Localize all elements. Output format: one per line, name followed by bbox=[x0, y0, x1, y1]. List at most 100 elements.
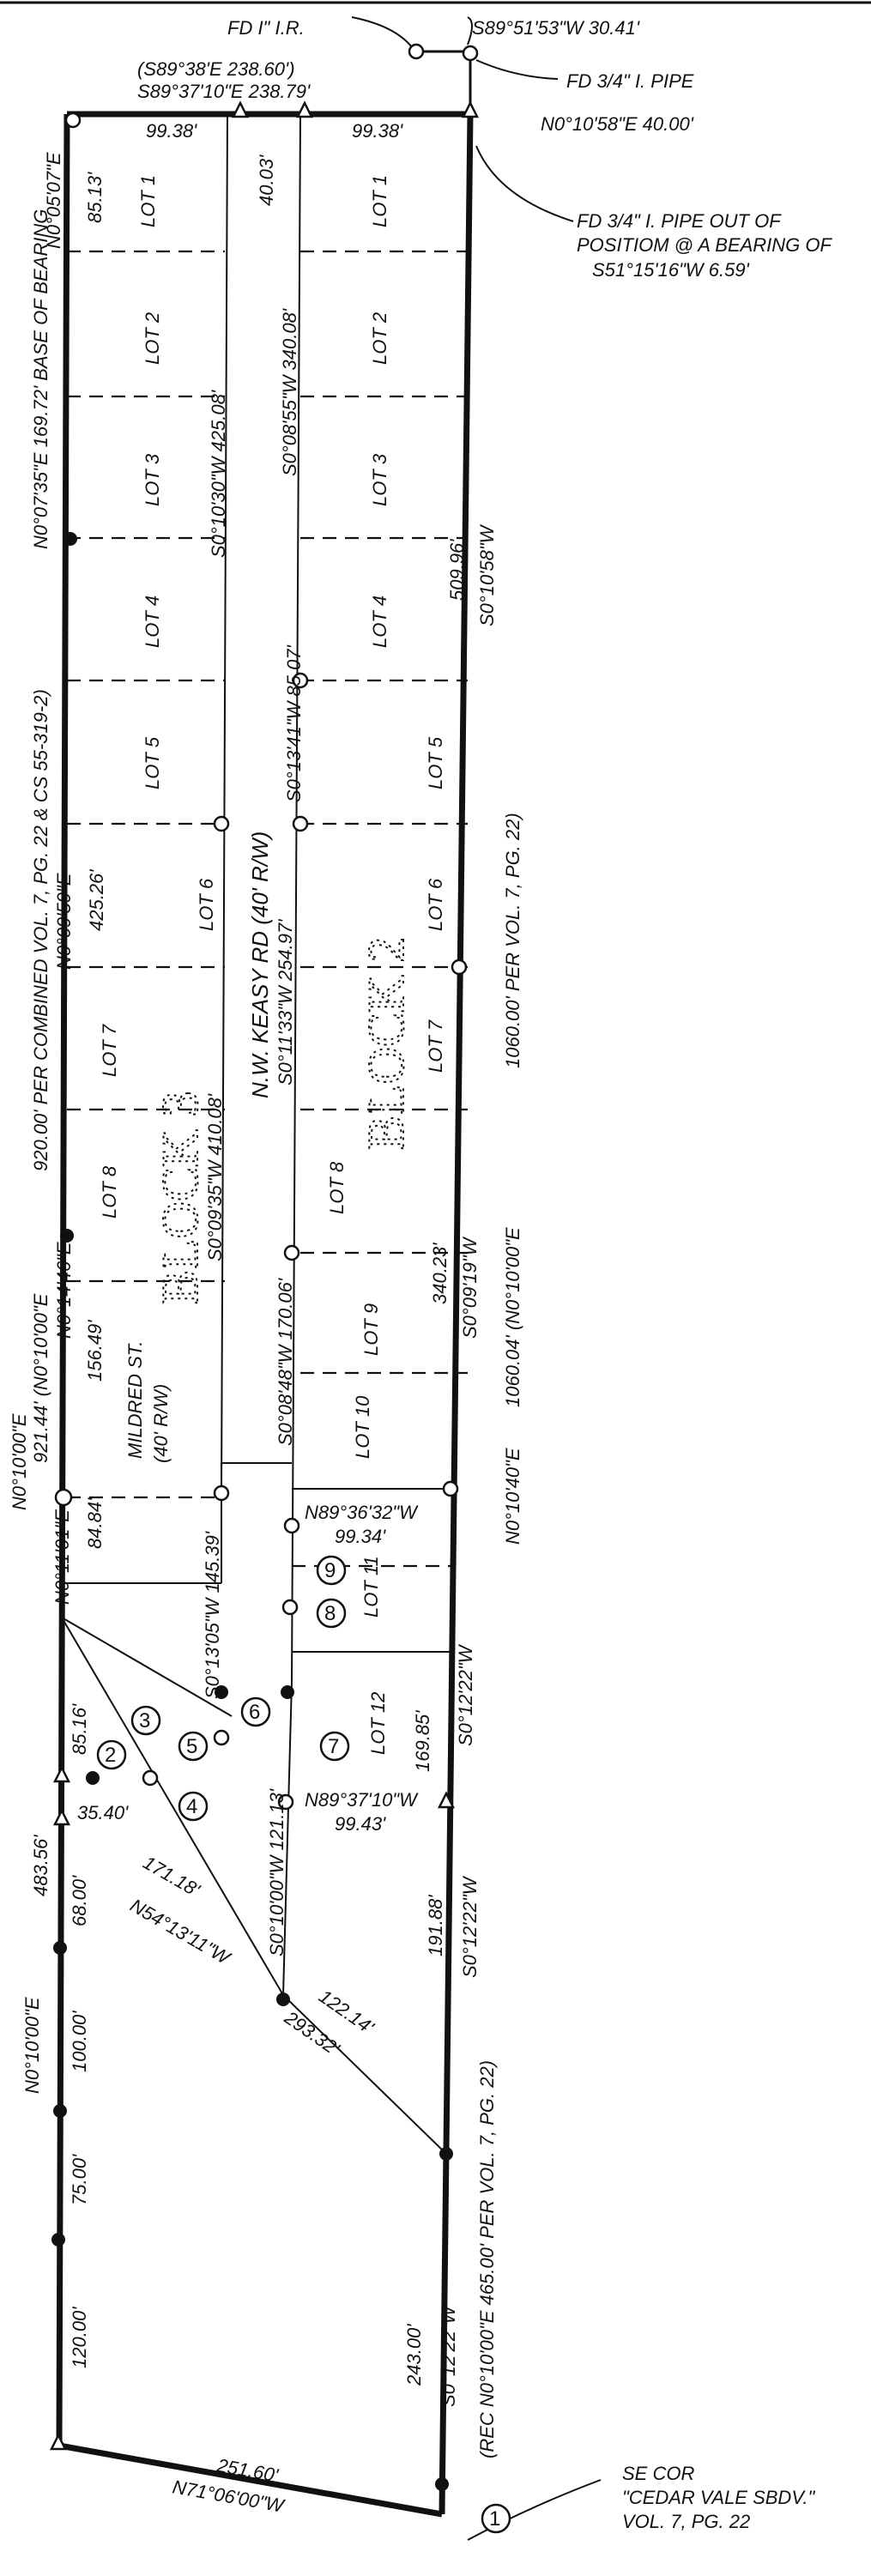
block2-lot-2: LOT 2 bbox=[369, 312, 390, 365]
block2-lot-12: LOT 12 bbox=[367, 1692, 389, 1755]
right-per-1060: 1060.00' PER VOL. 7, PG. 22) bbox=[502, 813, 523, 1068]
right-bearing-509: S0°10'58"W bbox=[476, 523, 498, 626]
left-dist-100: 100.00' bbox=[69, 2011, 90, 2072]
left-rec-n0: 921.44' (N0°10'00"E bbox=[30, 1293, 51, 1463]
block2-label: BLOCK 2 bbox=[358, 937, 414, 1150]
block2-lot-3: LOT 3 bbox=[369, 453, 390, 506]
left-base-bearing: N0°07'35"E 169.72' BASE OF BEARING bbox=[30, 209, 51, 549]
survey-markers bbox=[49, 43, 480, 2491]
bottom-dist-171: 171.18' bbox=[140, 1852, 204, 1902]
road-bearing-170: S0°08'48"W 170.06' bbox=[275, 1278, 296, 1446]
block2-lot-4: LOT 4 bbox=[369, 596, 390, 648]
n0-40-label: N0°10'58"E 40.00' bbox=[541, 113, 694, 135]
block2-lot-1: LOT 1 bbox=[369, 175, 390, 227]
right-bearing-191: S0°12'22"W bbox=[459, 1875, 481, 1978]
left-dist-15649: 156.49' bbox=[84, 1320, 106, 1382]
right-dist-340: 340.23' bbox=[429, 1243, 451, 1304]
point-1: 1 bbox=[489, 2507, 500, 2531]
block3-lot-5: LOT 5 bbox=[142, 736, 163, 789]
block3-lot-4: LOT 4 bbox=[142, 596, 163, 648]
block3-bearing-425: S0°10'30"W 425.08' bbox=[208, 390, 229, 558]
left-dist-8484: 84.84' bbox=[84, 1497, 106, 1549]
block3-lot-8: LOT 8 bbox=[99, 1165, 120, 1218]
right-dist-243: 243.00' bbox=[403, 2324, 425, 2386]
right-rec-465: (REC N0°10'00"E 465.00' PER VOL. 7, PG. … bbox=[476, 2060, 498, 2458]
point-5: 5 bbox=[186, 1735, 197, 1758]
pipe-out-label-3: S51°15'16"W 6.59' bbox=[592, 259, 750, 281]
dist-99-left: 99.38' bbox=[146, 120, 197, 142]
road-bearing-121: S0°10'00"W 121.13' bbox=[266, 1788, 287, 1956]
right-dist-169: 169.85' bbox=[412, 1710, 433, 1772]
block2-dist-9934: 99.34' bbox=[335, 1526, 386, 1547]
block2-lot-10: LOT 10 bbox=[352, 1395, 373, 1459]
block2-lot-6: LOT 6 bbox=[425, 878, 446, 931]
left-bearing-8484: N0°11'01"E bbox=[51, 1509, 73, 1605]
point-4: 4 bbox=[186, 1795, 197, 1818]
right-dist-509: 509.96' bbox=[446, 539, 468, 601]
left-bearing-8513: N0°05'07"E bbox=[43, 152, 64, 249]
point-2: 2 bbox=[105, 1744, 116, 1767]
block3-lot-1: LOT 1 bbox=[137, 175, 159, 227]
block3-lot-6: LOT 6 bbox=[196, 878, 217, 931]
block2-lot-8: LOT 8 bbox=[326, 1161, 348, 1214]
block3-lot-7: LOT 7 bbox=[99, 1024, 120, 1077]
bearing-238-label: S89°37'10"E 238.79' bbox=[137, 81, 311, 102]
dist-99-right: 99.38' bbox=[352, 120, 403, 142]
point-8: 8 bbox=[324, 1602, 336, 1625]
point-9: 9 bbox=[324, 1559, 336, 1582]
point-7: 7 bbox=[328, 1735, 339, 1758]
bottom-bearing-171: N54°13'11"W bbox=[127, 1895, 235, 1969]
road-lines bbox=[61, 113, 451, 2155]
block3-label: BLOCK 3 bbox=[152, 1091, 209, 1304]
right-bearing-340: S0°09'19"W bbox=[459, 1236, 481, 1339]
se-corner-2: "CEDAR VALE SBDV." bbox=[622, 2487, 815, 2508]
road-bearing-340: S0°08'55"W 340.08' bbox=[279, 308, 300, 476]
left-dist-120: 120.00' bbox=[69, 2307, 90, 2368]
block2-dist-9943: 99.43' bbox=[335, 1813, 386, 1835]
point-6: 6 bbox=[249, 1701, 260, 1724]
pipe-out-label-1: FD 3/4" I. PIPE OUT OF bbox=[577, 210, 782, 232]
right-bearing-169: S0°12'22"W bbox=[455, 1643, 476, 1746]
left-n0-lower: N0°10'00"E bbox=[21, 1997, 43, 2094]
left-dist-75: 75.00' bbox=[69, 2154, 90, 2205]
se-corner-1: SE COR bbox=[622, 2463, 694, 2484]
block2-n89-1: N89°36'32"W bbox=[305, 1502, 419, 1523]
right-rec-1060: 1060.04' (N0°10'00"E bbox=[502, 1227, 523, 1407]
left-n0-main: N0°10'00"E bbox=[9, 1413, 30, 1510]
leader-lines bbox=[351, 16, 602, 2541]
se-corner-3: VOL. 7, PG. 22 bbox=[622, 2511, 750, 2532]
left-dist-8516: 85.16' bbox=[69, 1703, 90, 1755]
left-combined: 920.00' PER COMBINED VOL. 7, PG. 22 & CS… bbox=[30, 689, 51, 1171]
fd-pipe-label: FD 3/4" I. PIPE bbox=[566, 70, 694, 92]
block2-lot-7: LOT 7 bbox=[425, 1019, 446, 1073]
point-callouts: 1 2 3 4 5 6 7 8 9 bbox=[96, 1555, 511, 2534]
block2-n89-2: N89°37'10"W bbox=[305, 1789, 419, 1811]
road-bearing-145: S0°13'05"W 145.39' bbox=[202, 1531, 223, 1699]
right-n0-40: N0°10'40"E bbox=[502, 1448, 523, 1545]
left-dist-68: 68.00' bbox=[69, 1875, 90, 1926]
left-dist-8513: 85.13' bbox=[84, 172, 106, 223]
road-40-label: 40.03' bbox=[256, 154, 277, 206]
block2-lot-11: LOT 11 bbox=[360, 1556, 382, 1618]
point-3: 3 bbox=[139, 1709, 150, 1732]
keasy-road-label: N.W. KEASY RD (40' R/W) bbox=[247, 831, 273, 1098]
block2-lot-9: LOT 9 bbox=[360, 1303, 382, 1356]
right-bearing-243: S0°12'22"W bbox=[438, 2304, 459, 2407]
bottom-dist-35: 35.40' bbox=[77, 1802, 129, 1823]
left-bearing-42526: N0°09'59"E bbox=[53, 873, 75, 970]
left-dist-42526: 425.26' bbox=[86, 869, 107, 931]
right-dist-191: 191.88' bbox=[425, 1895, 446, 1956]
block3-lot-2: LOT 2 bbox=[142, 312, 163, 365]
left-bearing-15649: N0°14'46"E bbox=[53, 1242, 75, 1339]
road-bearing-254: S0°11'33"W 254.97' bbox=[275, 919, 296, 1085]
fd-ir-label: FD I" I.R. bbox=[227, 17, 305, 39]
mildred-street: MILDRED ST. bbox=[124, 1341, 146, 1459]
mildred-rw: (40' R/W) bbox=[150, 1384, 172, 1463]
block2-lot-5: LOT 5 bbox=[425, 736, 446, 789]
bearing-30-label: S89°51'53"W 30.41' bbox=[472, 17, 640, 39]
block3-lot-3: LOT 3 bbox=[142, 453, 163, 506]
pipe-out-label-2: POSITIOM @ A BEARING OF bbox=[577, 234, 833, 256]
left-dist-483: 483.56' bbox=[30, 1835, 51, 1896]
block3-bearing-410: S0°09'35"W 410.08' bbox=[204, 1093, 226, 1261]
